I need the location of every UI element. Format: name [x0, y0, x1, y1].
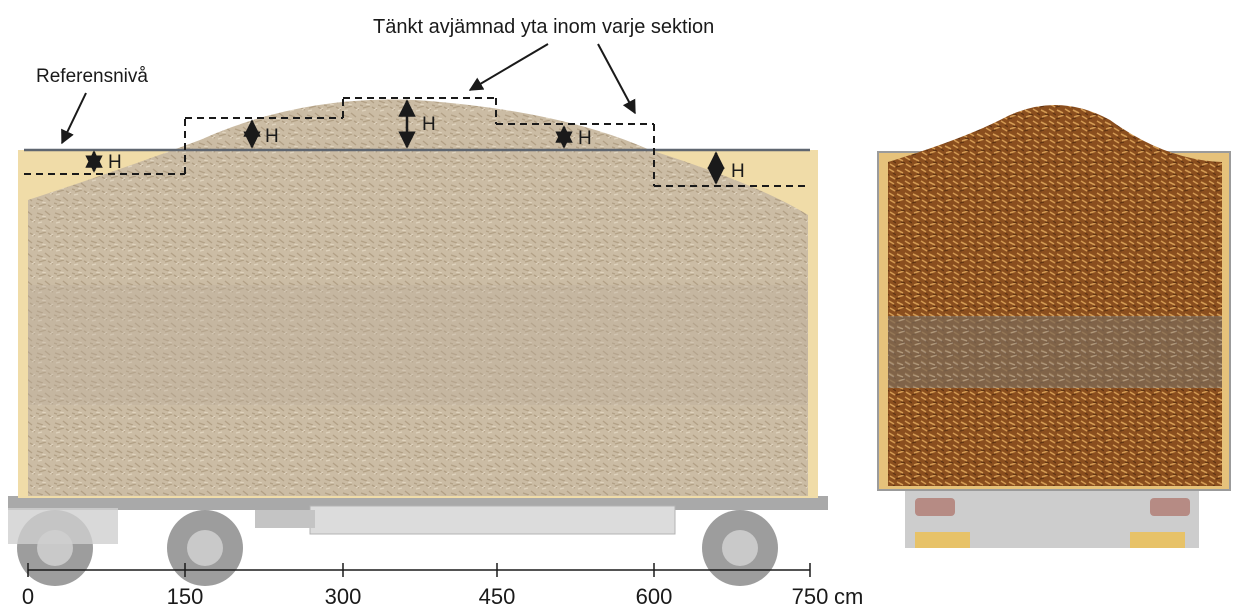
top-annotation-arrows [468, 43, 636, 115]
h-label-3: H [422, 114, 436, 135]
chip-load-faded [28, 99, 808, 496]
h-label-1: H [108, 152, 122, 173]
height-labels: H H H H H [108, 114, 745, 182]
h-label-2: H [265, 126, 279, 147]
section-levels [24, 97, 808, 187]
h-label-5: H [731, 161, 745, 182]
length-axis [27, 563, 811, 577]
axis-unit-label: cm [834, 584, 863, 609]
rear-chip-load [888, 105, 1222, 486]
top-annotation-label: Tänkt avjämnad yta inom varje sektion [373, 16, 714, 38]
tick-label-300: 300 [325, 584, 362, 609]
h-label-4: H [578, 128, 592, 149]
axis-tick-labels: 0 150 300 450 600 750 cm [22, 584, 863, 609]
trailer-side-view [8, 99, 828, 586]
height-markers [85, 99, 725, 185]
tick-label-0: 0 [22, 584, 34, 609]
trailer-rear-view [877, 105, 1231, 548]
chip-load-gray-band [28, 285, 808, 405]
reference-level-label: Referensnivå [36, 66, 148, 87]
rear-chip-gray-band [888, 316, 1222, 388]
trailer-chassis [8, 496, 828, 544]
tick-label-750: 750 [792, 584, 829, 609]
tick-label-450: 450 [479, 584, 516, 609]
tick-label-150: 150 [167, 584, 204, 609]
tick-label-600: 600 [636, 584, 673, 609]
reference-level-arrow [61, 92, 87, 145]
